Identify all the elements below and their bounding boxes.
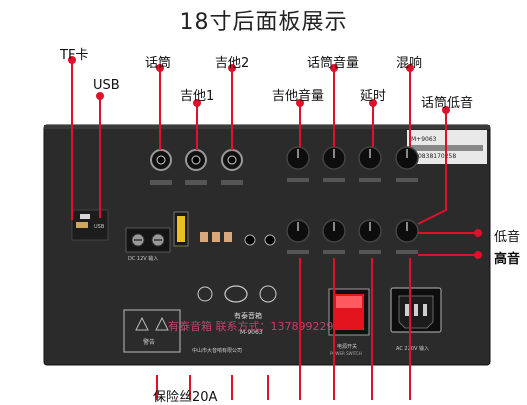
label-mic-bass: 话筒低音 [421,96,474,111]
leader-lines [71,60,478,400]
label-treble: 高音 [494,252,521,267]
label-mic: 话筒 [145,56,172,71]
power-label: 电源开关 [337,343,357,350]
label-mic-volume: 话筒音量 [307,56,360,71]
watermark: 有泰音箱 联系方式：137899229 [168,319,333,333]
label-usb: USB [93,78,120,93]
knob-guitar-volume [286,146,310,170]
tf-slot [76,222,88,228]
knob-bass [358,219,382,243]
recycle-mark [197,286,213,302]
leader-dots [68,56,482,259]
jack-guitar2 [221,149,243,171]
label-tf: TF卡 [60,48,89,63]
knob-mic-volume [322,146,346,170]
rohs-mark [259,285,277,303]
label-guitar2: 吉他2 [215,56,250,71]
knob-reverb [395,146,419,170]
ac-input-label: AC 220V 输入 [396,345,429,352]
brand-name: 有泰音箱 [234,311,262,320]
warning-label [123,309,181,353]
usb-slot [80,214,90,219]
label-guitar1: 吉他1 [180,89,215,104]
mode-switch-2 [212,232,220,242]
aux-jack-2 [264,234,276,246]
label-delay: 延时 [360,89,387,104]
label-reverb: 混响 [396,56,423,71]
jack-guitar1 [185,149,207,171]
page-title: 18寸后面板展示 [179,10,348,35]
label-guitar-volume: 吉他音量 [272,89,325,104]
panel-highlight [44,125,490,129]
label-fuse: 保险丝20A [153,390,218,405]
usb-panel-label: USB [94,224,105,230]
fuse [177,216,185,242]
power-sub: POWER SWITCH [330,351,362,356]
knob-delay [358,146,382,170]
dc-input-label: DC 12V 输入 [128,255,158,262]
knob-mic-bass [286,219,310,243]
jack-mic [150,149,172,171]
ccc-mark [224,285,248,303]
mode-switch-1 [200,232,208,242]
aux-jack-1 [244,234,256,246]
brand-model: M-9063 [240,329,263,336]
sticker-serial: M90838170258 [409,153,456,160]
knob-mic-treble [322,219,346,243]
warning-text: 警告 [143,338,155,346]
brand-maker: 中山市大音响有限公司 [192,347,242,354]
label-bass: 低音 [494,230,521,245]
sticker-model: M+9063 [411,136,437,143]
knob-treble [395,219,419,243]
mode-switch-3 [224,232,232,242]
